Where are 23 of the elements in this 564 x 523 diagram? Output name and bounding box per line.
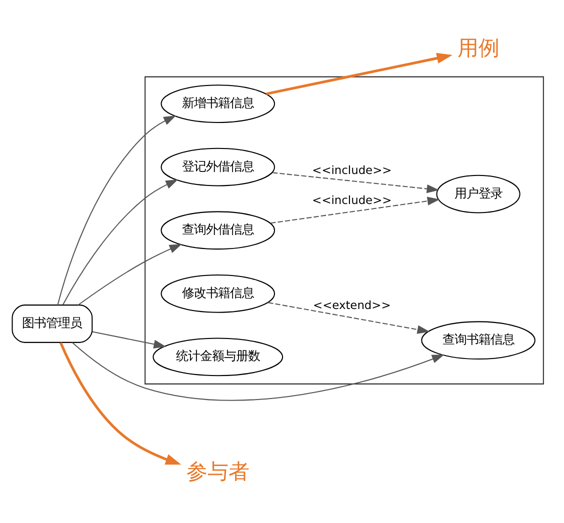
node-ellipse: 查询外借信息	[160, 211, 276, 250]
arrow	[268, 302, 430, 334]
arrow	[59, 342, 182, 465]
arrow	[57, 116, 176, 306]
arrow	[272, 172, 440, 194]
node-ellipse: 用户登录	[436, 174, 520, 214]
arrow	[72, 342, 444, 401]
node-ellipse: 新增书籍信息	[160, 84, 276, 123]
node-ellipse: 登记外借信息	[160, 148, 276, 186]
node-text: 用例	[457, 36, 500, 60]
edge-label: <<include>>	[312, 193, 392, 208]
node-box: 图书管理员	[12, 304, 93, 343]
node-ellipse: 修改书籍信息	[160, 274, 276, 313]
edge-label: <<include>>	[312, 163, 392, 178]
arrow	[92, 331, 166, 348]
arrow	[270, 196, 440, 224]
node-text: 参与者	[186, 459, 250, 484]
cluster	[144, 76, 544, 384]
arrow	[78, 244, 182, 306]
edge-label: <<extend>>	[313, 298, 391, 312]
arrow	[266, 52, 452, 96]
node-ellipse: 查询书籍信息	[421, 321, 536, 360]
arrow	[62, 179, 178, 305]
